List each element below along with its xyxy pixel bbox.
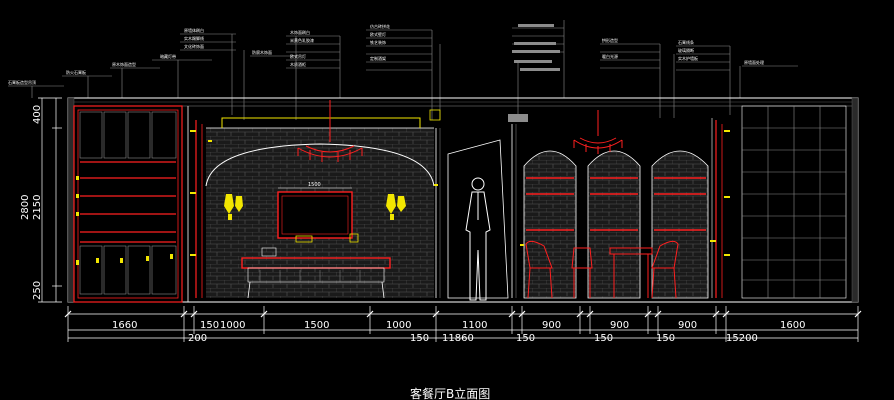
dim-1500: 1500	[304, 320, 329, 331]
wall-sconce-right-icon	[386, 194, 406, 220]
tv-wall: 1500	[205, 100, 435, 299]
annotation-7: 文化砖饰面	[184, 43, 204, 49]
dim-left-250: 250	[32, 281, 43, 300]
dining-wall	[523, 110, 723, 299]
annotation-11: 欧式吊灯	[290, 53, 306, 59]
annotation-22: 原墙面处理	[744, 59, 764, 65]
annotation-3: 原木饰面造型	[112, 61, 136, 67]
annotation-1: 石膏板造型吊顶	[8, 79, 36, 85]
left-dimension-chain	[38, 97, 62, 303]
dim-900-c: 900	[678, 320, 697, 331]
elevation-outline	[67, 97, 859, 303]
leader-annotations: 石膏板造型吊顶 防火石膏板 原木饰面造型 暗藏灯带 原墙体刷白 实木踢脚线 文化…	[8, 20, 798, 122]
annotation-10: 米黄色乳胶漆	[290, 37, 314, 43]
annotation-8: 防腐木饰面	[252, 49, 272, 55]
chandelier-right-icon	[573, 110, 623, 154]
dim-1660: 1660	[112, 320, 137, 331]
wall-sconce-left-icon	[224, 194, 243, 220]
annotation-5: 原墙体刷白	[184, 27, 204, 33]
wine-cabinet	[73, 105, 183, 303]
dim-left-2800: 2800	[20, 195, 31, 220]
dim-900-a: 900	[542, 320, 561, 331]
dim-1000-b: 1000	[386, 320, 411, 331]
dim-900-b: 900	[610, 320, 629, 331]
annotation-6: 实木踢脚线	[184, 35, 204, 41]
annotation-16: 定制酒架	[370, 55, 386, 61]
annotation-15: 铁艺装饰	[370, 39, 386, 45]
tv-console	[241, 257, 391, 299]
end-wall-hatch	[67, 97, 859, 303]
annotation-4: 暗藏灯带	[160, 53, 176, 59]
accent-dashes	[190, 130, 730, 256]
left-pilaster	[187, 106, 203, 302]
dim-150-d: 150	[516, 333, 535, 344]
annotation-9: 木饰面刷白	[290, 29, 310, 35]
dim-150-c: 150	[656, 333, 675, 344]
human-scale-figure	[465, 177, 491, 301]
dim-150-e: 150	[410, 333, 429, 344]
dim-left-400: 400	[32, 105, 43, 124]
tv-screen	[277, 191, 353, 239]
annotation-17: 拱形造型	[602, 37, 618, 43]
dim-15200: 15200	[726, 333, 758, 344]
glass-partition	[429, 109, 517, 299]
dining-set	[525, 240, 679, 299]
right-wall-panels	[741, 105, 847, 299]
annotation-12: 木质酒柜	[290, 61, 306, 67]
annotation-21: 实木护墙板	[678, 55, 698, 61]
dim-1100: 1100	[462, 320, 487, 331]
dim-11860: 11860	[442, 333, 474, 344]
dim-1000-a: 1000	[220, 320, 245, 331]
dim-150-b: 150	[594, 333, 613, 344]
dim-150-a: 150	[200, 320, 219, 331]
chandelier-left-icon	[297, 100, 363, 162]
dim-left-2150: 2150	[32, 195, 43, 220]
annotation-18: 暖白光源	[602, 53, 618, 59]
dim-200: 200	[188, 333, 207, 344]
annotation-20: 玻璃隔断	[678, 47, 694, 53]
tv-width-dimension: 1500	[308, 182, 321, 188]
drawing-title: 客餐厅B立面图	[410, 386, 490, 400]
annotation-19: 石膏线条	[678, 39, 694, 45]
annotation-14: 欧式壁灯	[370, 31, 386, 37]
annotation-13: 仿古砖拼花	[370, 23, 390, 29]
bottom-dimension-chain	[64, 306, 862, 342]
annotation-2: 防火石膏板	[66, 69, 86, 75]
dim-1600: 1600	[780, 320, 805, 331]
